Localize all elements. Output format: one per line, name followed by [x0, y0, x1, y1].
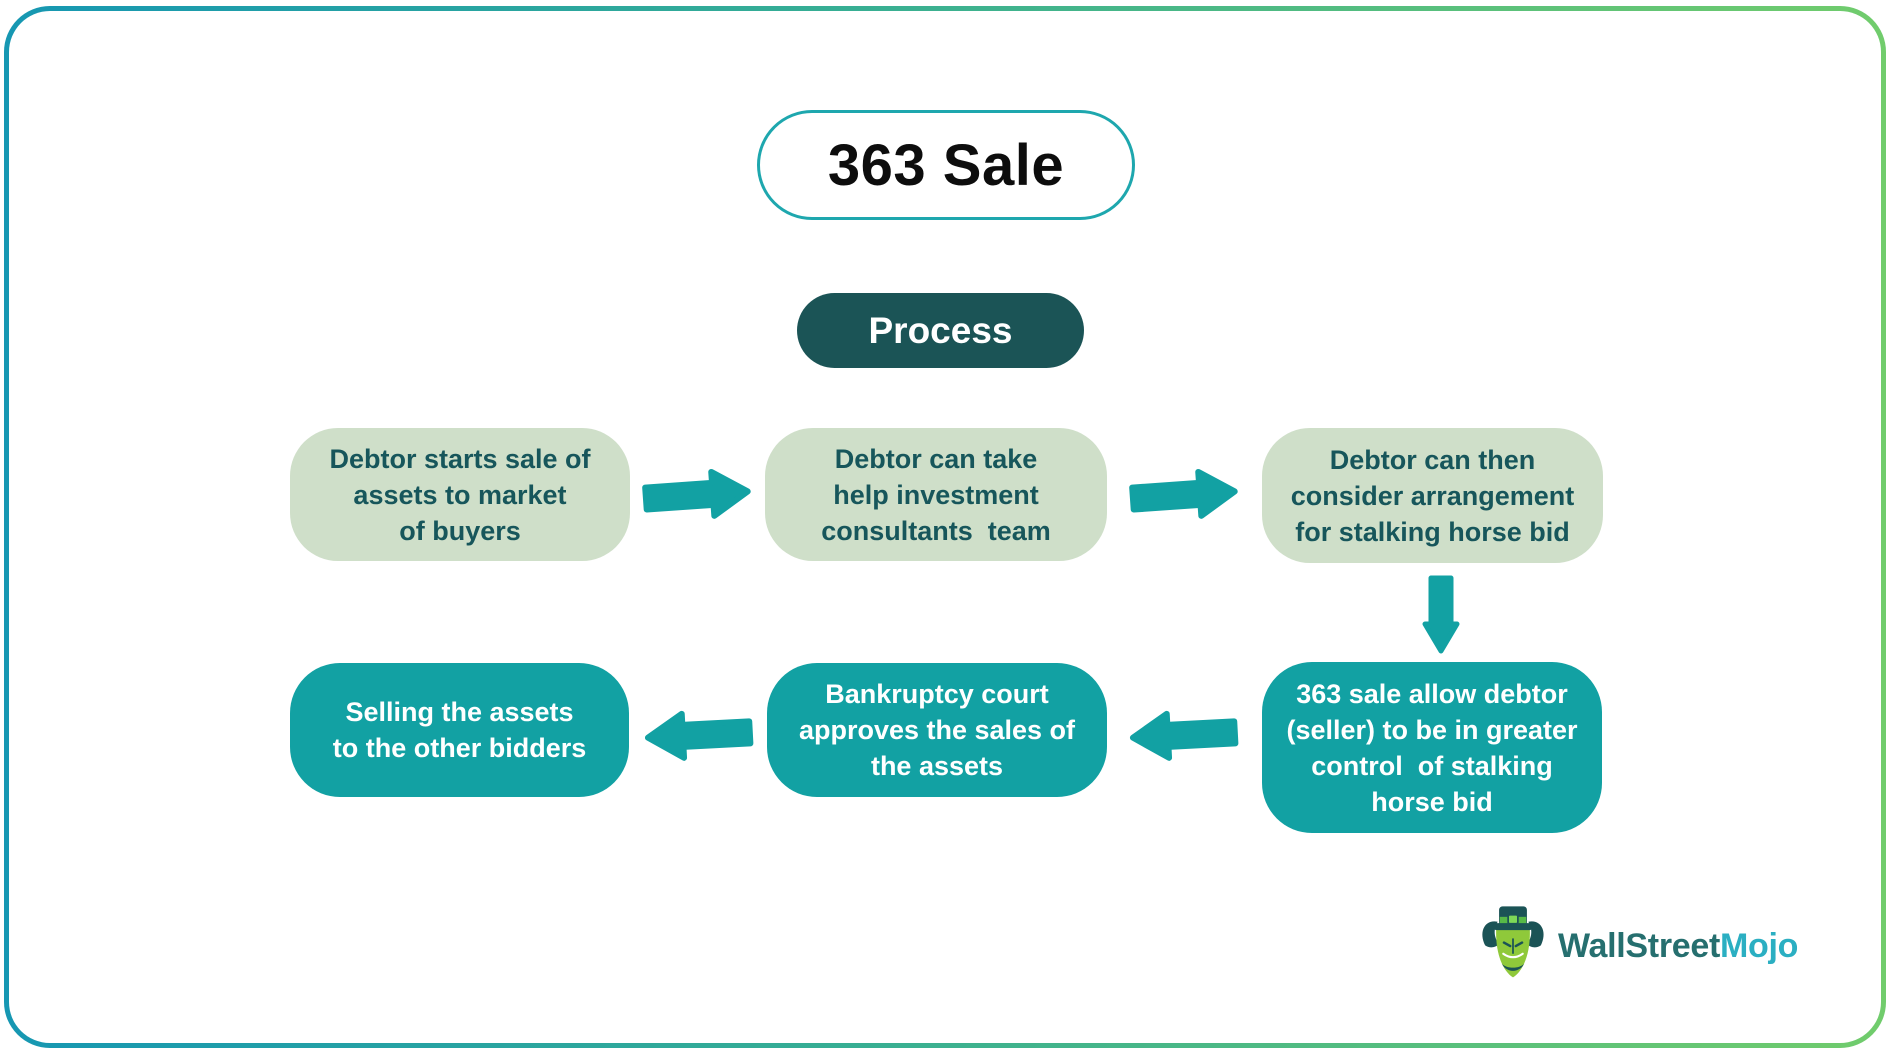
arrow-right-icon — [639, 464, 755, 531]
arrow-right-icon — [1126, 464, 1242, 531]
logo-wordmark: WallStreetMojo — [1558, 927, 1798, 966]
process-badge: Process — [797, 293, 1084, 368]
process-badge-label: Process — [868, 309, 1013, 351]
logo-mojo: Mojo — [1720, 926, 1799, 965]
flow-step-5: Bankruptcy court approves the sales of t… — [767, 663, 1107, 797]
arrow-left-icon — [1127, 705, 1242, 770]
arrow-left-icon — [642, 705, 757, 770]
wallstreetmojo-logo: WallStreetMojo — [1478, 905, 1798, 988]
flow-step-3: Debtor can then consider arrangement for… — [1262, 428, 1603, 563]
flow-step-4: 363 sale allow debtor (seller) to be in … — [1262, 662, 1602, 833]
flow-step-2: Debtor can take help investment consulta… — [765, 428, 1107, 561]
title-pill: 363 Sale — [757, 110, 1135, 220]
logo-wall-street: WallStreet — [1558, 926, 1721, 965]
flow-step-1: Debtor starts sale of assets to market o… — [290, 428, 630, 561]
page-title: 363 Sale — [827, 132, 1065, 198]
arrow-down-icon — [1422, 574, 1460, 661]
bull-with-top-hat-icon — [1478, 905, 1548, 988]
flow-step-6: Selling the assets to the other bidders — [290, 663, 629, 797]
